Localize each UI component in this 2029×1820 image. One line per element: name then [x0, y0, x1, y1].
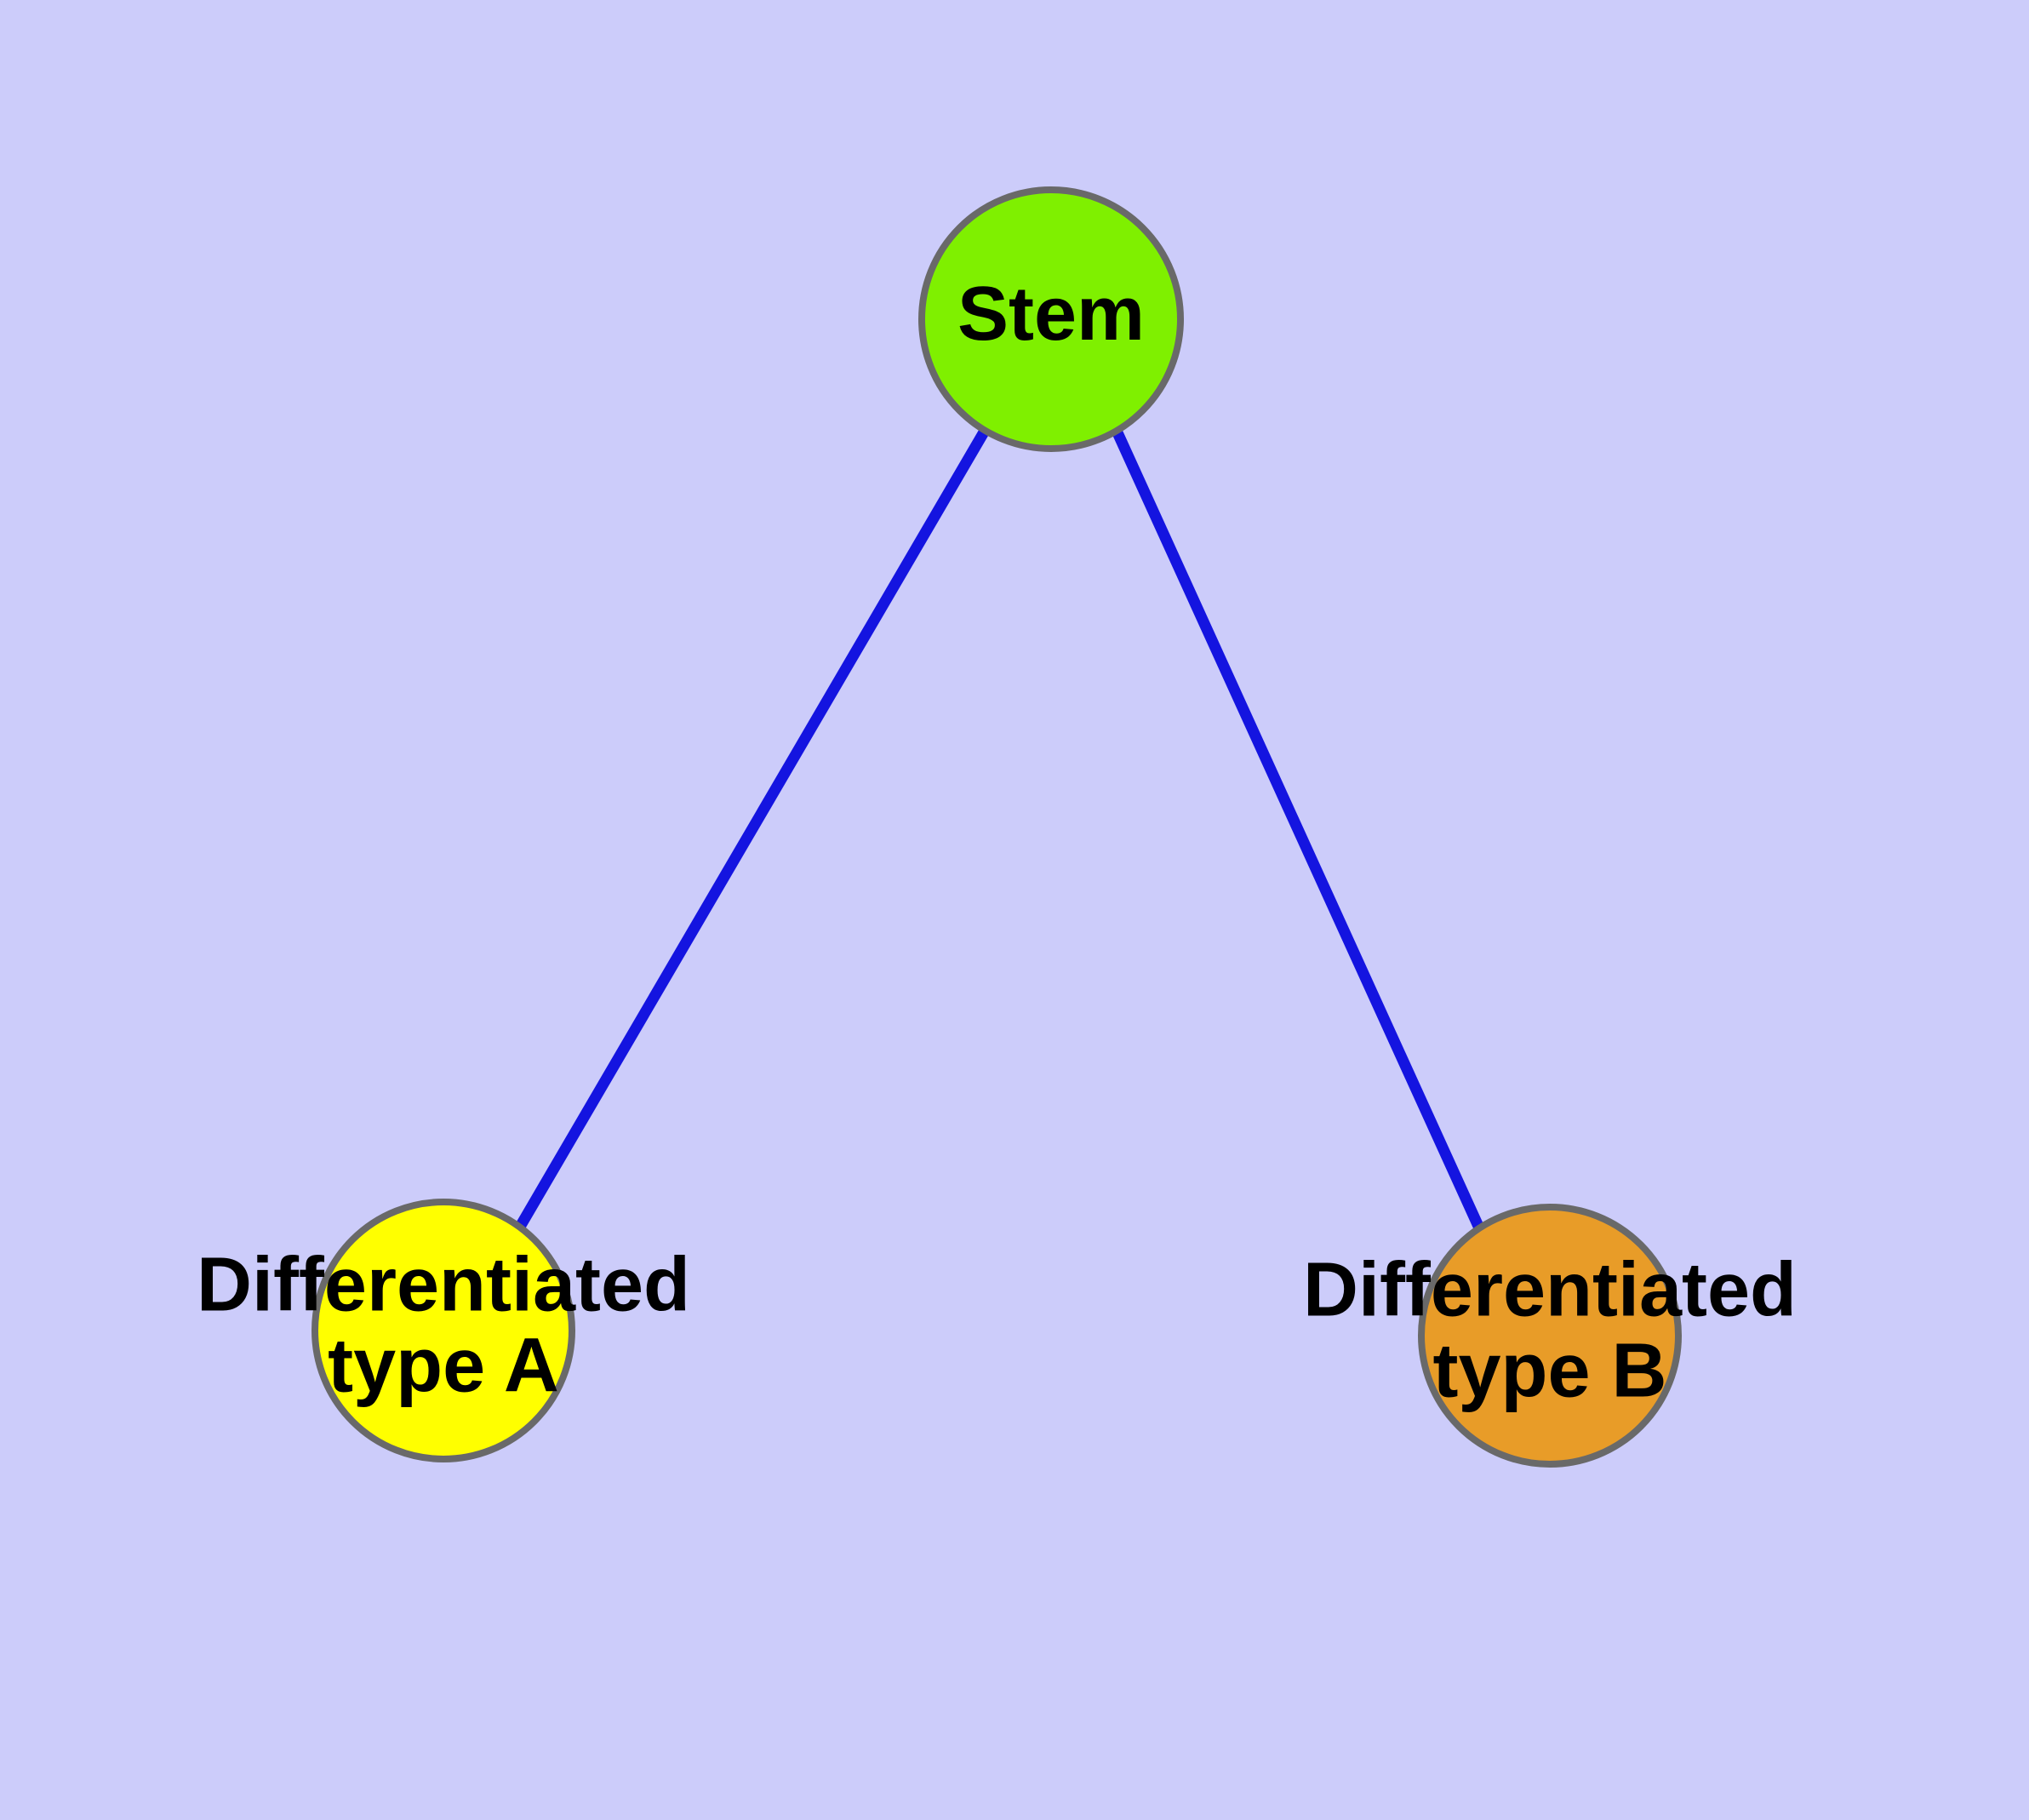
- edge-stem-to-differentiated-type-a[interactable]: [515, 427, 990, 1230]
- edge-stem-to-differentiated-type-b[interactable]: [1112, 428, 1486, 1234]
- edges-group: [515, 427, 1486, 1234]
- node-differentiated-type-b-circle[interactable]: [1418, 1204, 1682, 1468]
- node-stem-label: Stem: [957, 272, 1145, 357]
- node-stem[interactable]: Stem: [918, 186, 1184, 452]
- node-stem-circle[interactable]: [918, 186, 1184, 452]
- node-differentiated-type-a-circle[interactable]: [311, 1199, 575, 1462]
